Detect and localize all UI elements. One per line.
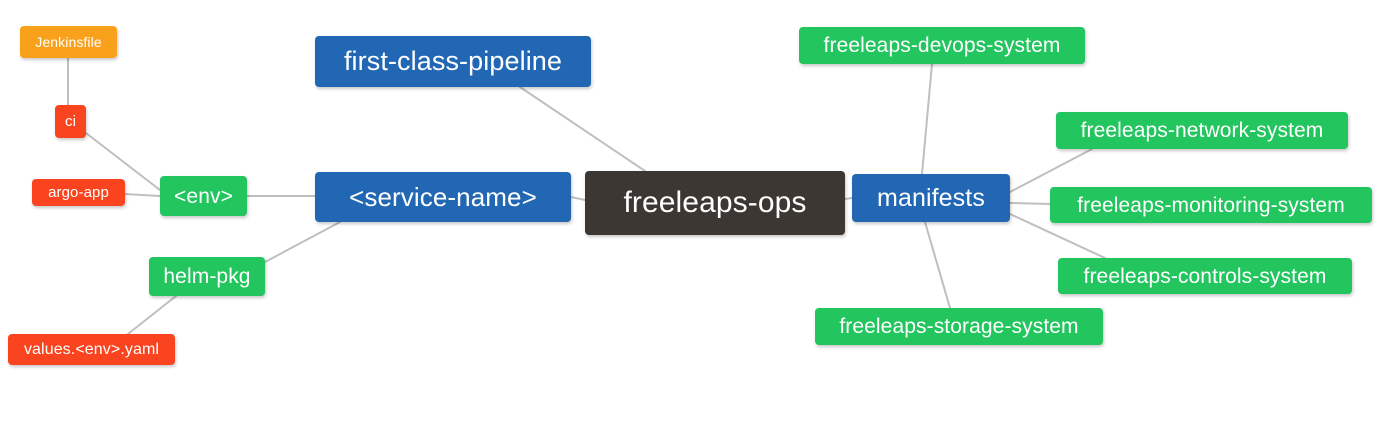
- node-freeleaps-storage-system[interactable]: freeleaps-storage-system: [815, 308, 1103, 345]
- edge-service-name-to-helm-pkg: [264, 221, 341, 263]
- node-freeleaps-devops-system[interactable]: freeleaps-devops-system: [799, 27, 1085, 64]
- node-jenkinsfile[interactable]: Jenkinsfile: [20, 26, 117, 58]
- node-manifests[interactable]: manifests: [852, 174, 1010, 222]
- node-helm-pkg[interactable]: helm-pkg: [149, 257, 265, 296]
- edge-manifests-to-freeleaps-devops-system: [921, 63, 933, 175]
- node-first-class-pipeline[interactable]: first-class-pipeline: [315, 36, 591, 87]
- edge-freeleaps-ops-to-first-class-pipeline: [519, 86, 646, 172]
- node-argo-app[interactable]: argo-app: [32, 179, 125, 206]
- edge-freeleaps-ops-to-service-name: [570, 196, 586, 201]
- node-service-name[interactable]: <service-name>: [315, 172, 571, 222]
- edge-helm-pkg-to-values-env-yaml: [127, 295, 177, 335]
- edge-manifests-to-freeleaps-network-system: [1009, 148, 1093, 193]
- node-env[interactable]: <env>: [160, 176, 247, 216]
- edge-manifests-to-freeleaps-monitoring-system: [1009, 202, 1051, 205]
- node-values-env-yaml[interactable]: values.<env>.yaml: [8, 334, 175, 365]
- edge-freeleaps-ops-to-manifests: [844, 197, 853, 200]
- node-ci[interactable]: ci: [55, 105, 86, 138]
- node-freeleaps-network-system[interactable]: freeleaps-network-system: [1056, 112, 1348, 149]
- edge-env-to-argo-app: [124, 193, 161, 197]
- node-freeleaps-ops[interactable]: freeleaps-ops: [585, 171, 845, 235]
- edge-manifests-to-freeleaps-storage-system: [924, 221, 951, 309]
- node-freeleaps-controls-system[interactable]: freeleaps-controls-system: [1058, 258, 1352, 294]
- node-freeleaps-monitoring-system[interactable]: freeleaps-monitoring-system: [1050, 187, 1372, 223]
